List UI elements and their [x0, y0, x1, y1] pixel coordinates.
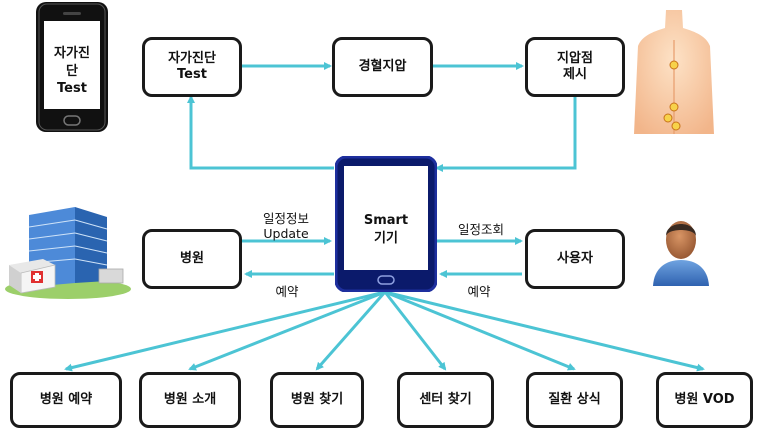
- arrow-smart-to-hospital-vod: [384, 290, 705, 372]
- arrow-point-to-smart: [435, 96, 577, 172]
- bottom-box-disease-info[interactable]: 질환 상식: [526, 372, 623, 428]
- bottom-box-hospital-vod[interactable]: 병원 VOD: [656, 372, 753, 428]
- user-box-label: 사용자: [557, 250, 593, 266]
- hospital-box-label: 병원: [180, 250, 204, 266]
- smart-device-text: Smart 기기: [344, 212, 428, 247]
- bottom-label-hospital-reservation: 병원 예약: [39, 391, 93, 407]
- bottom-label-hospital-vod: 병원 VOD: [674, 391, 735, 407]
- point-present-box[interactable]: 지압점 제시: [525, 37, 625, 97]
- bottom-label-hospital-find: 병원 찾기: [290, 391, 344, 407]
- phone-text-line1: 자가진: [54, 46, 90, 61]
- user-avatar-icon: [653, 221, 709, 286]
- phone-screen-text: 자가진 단 Test: [44, 45, 100, 98]
- bottom-label-center-find: 센터 찾기: [419, 391, 472, 407]
- smart-line1: Smart: [363, 213, 409, 228]
- self-test-box[interactable]: 자가진단 Test: [142, 37, 242, 97]
- schedule-info-line1: 일정정보: [262, 211, 309, 226]
- bottom-box-hospital-intro[interactable]: 병원 소개: [139, 372, 241, 428]
- schedule-info-label: 일정정보 Update: [245, 211, 327, 241]
- arrow-smart-to-center-find: [383, 291, 447, 371]
- schedule-query-label: 일정조회: [457, 222, 504, 237]
- phone-text-line2: 단: [66, 63, 78, 79]
- bottom-box-center-find[interactable]: 센터 찾기: [397, 372, 494, 428]
- bottom-box-hospital-find[interactable]: 병원 찾기: [270, 372, 364, 428]
- self-test-line2: Test: [177, 67, 207, 82]
- user-reservation-label: 예약: [467, 284, 491, 299]
- smartphone-icon: [36, 2, 108, 132]
- acupressure-box[interactable]: 경혈지압: [332, 37, 433, 97]
- arrow-smart-to-hospital-reservation: [64, 290, 386, 372]
- human-back-acupoints-icon: [634, 10, 714, 134]
- arrow-smart-to-hospital-find: [315, 291, 387, 371]
- point-present-line2: 제시: [563, 67, 587, 82]
- schedule-info-line2: Update: [263, 226, 309, 241]
- arrow-smart-to-selftest: [187, 95, 334, 170]
- acupressure-label: 경혈지압: [358, 58, 407, 74]
- phone-text-line3: Test: [57, 81, 87, 97]
- hospital-box[interactable]: 병원: [142, 229, 242, 289]
- point-present-line1: 지압점: [557, 50, 593, 66]
- arrow-smart-to-hospital-intro: [188, 290, 386, 371]
- smart-line2: 기기: [374, 230, 398, 246]
- user-box[interactable]: 사용자: [525, 229, 625, 289]
- self-test-line1: 자가진단: [168, 50, 216, 66]
- hospital-reservation-label: 예약: [275, 284, 299, 299]
- bottom-label-disease-info: 질환 상식: [548, 391, 601, 407]
- smart-device-icon: [335, 156, 437, 292]
- bottom-box-hospital-reservation[interactable]: 병원 예약: [10, 372, 122, 428]
- bottom-label-hospital-intro: 병원 소개: [163, 391, 217, 407]
- arrow-smart-to-disease-info: [384, 290, 576, 371]
- hospital-building-icon: [5, 207, 131, 299]
